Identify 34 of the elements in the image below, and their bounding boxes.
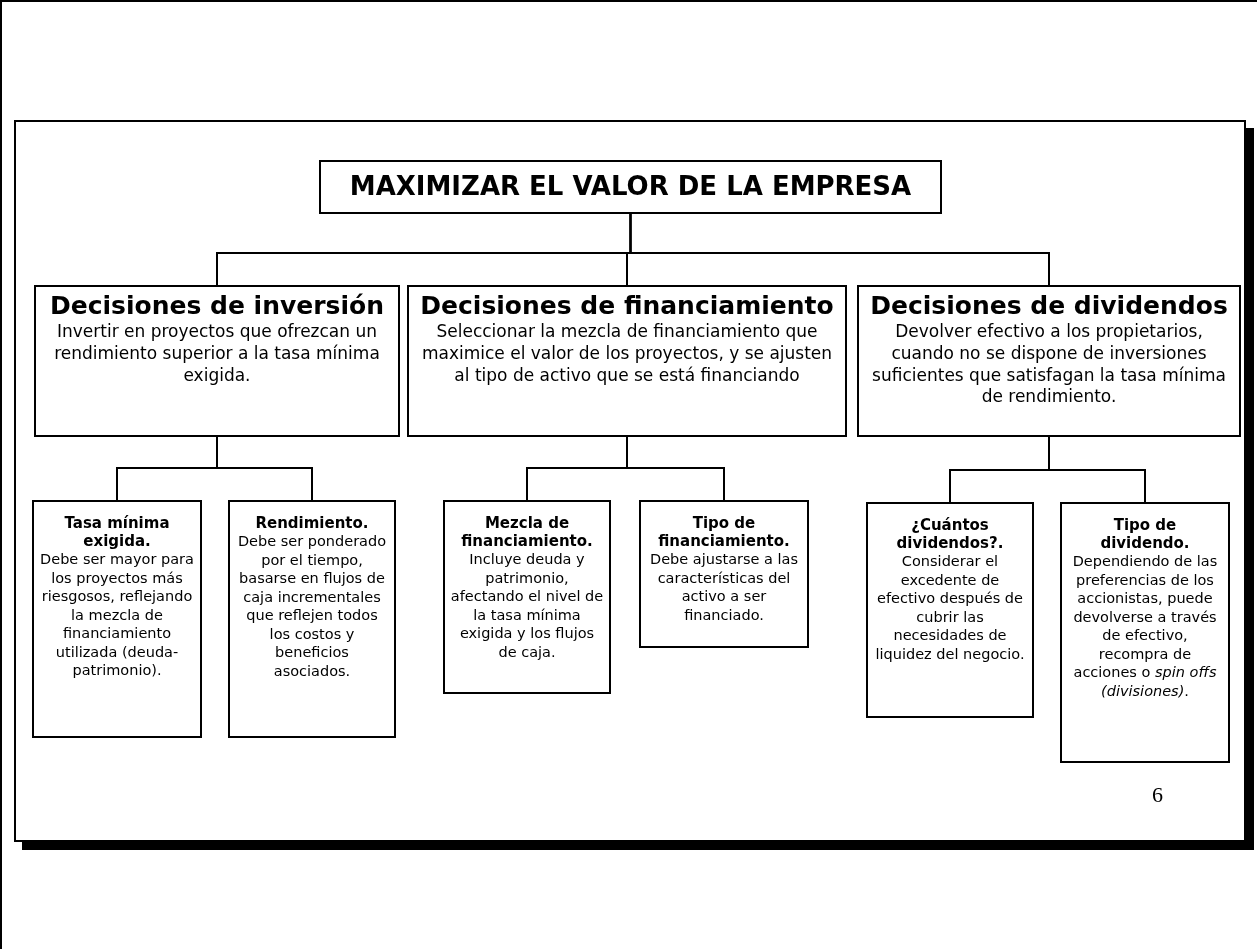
- decision-box: [857, 285, 1241, 437]
- box-description: Debe ajustarse a las características del activo a ser financiado.: [648, 550, 800, 625]
- box-heading: MAXIMIZAR EL VALOR DE LA EMPRESA: [349, 171, 912, 203]
- detail-box: [639, 500, 809, 648]
- connector-line: [1048, 436, 1146, 503]
- connector-line: [626, 436, 725, 501]
- box-description: Debe ser ponderado por el tiempo, basarse en flujos de caja incrementales que reflejen todos los costos y beneficios asociados.: [236, 532, 388, 681]
- detail-box: [443, 500, 611, 694]
- connector-line: [629, 213, 1050, 286]
- title-box: [319, 160, 942, 214]
- box-description: Dependiendo de las preferencias de los accionistas, puede devolverse a través de efectivo, recompra de acciones o spin offs (divisiones).: [1071, 552, 1219, 701]
- box-description: Debe ser mayor para los proyectos más riesgosos, reflejando la mezcla de financiamiento utilizada (deuda-patrimonio).: [39, 550, 195, 680]
- box-heading: Tasa mínima exigida.: [63, 514, 171, 550]
- box-description: Considerar el excedente de efectivo después de cubrir las necesidades de liquidez del negocio.: [874, 552, 1026, 664]
- box-heading: Decisiones de dividendos: [870, 291, 1228, 321]
- decision-box: [407, 285, 847, 437]
- detail-box: [866, 502, 1034, 718]
- box-heading: ¿Cuántos dividendos?.: [895, 516, 1005, 552]
- decision-box: [34, 285, 400, 437]
- box-heading: Tipo de financiamiento.: [657, 514, 791, 550]
- detail-box: [1060, 502, 1230, 763]
- connector-line: [216, 436, 313, 501]
- box-heading: Mezcla de financiamiento.: [460, 514, 594, 550]
- detail-box: [228, 500, 396, 738]
- page-number: 6: [1152, 782, 1163, 808]
- detail-box: [32, 500, 202, 738]
- box-description: Invertir en proyectos que ofrezcan un rendimiento superior a la tasa mínima exigida.: [53, 321, 381, 387]
- box-heading: Rendimiento.: [255, 514, 369, 532]
- box-description: Seleccionar la mezcla de financiamiento que maximice el valor de los proyectos, y se ajusten al tipo de activo que se está financiando: [420, 321, 834, 387]
- box-description: Incluye deuda y patrimonio, afectando el nivel de la tasa mínima exigida y los flujos de caja.: [450, 550, 604, 662]
- box-description: Devolver efectivo a los propietarios, cuando no se dispone de inversiones suficientes que satisfagan la tasa mínima de rendimiento.: [871, 321, 1227, 408]
- box-heading: Decisiones de financiamiento: [420, 291, 834, 321]
- box-heading: Decisiones de inversión: [50, 291, 384, 321]
- box-heading: Tipo de dividendo.: [1099, 516, 1191, 552]
